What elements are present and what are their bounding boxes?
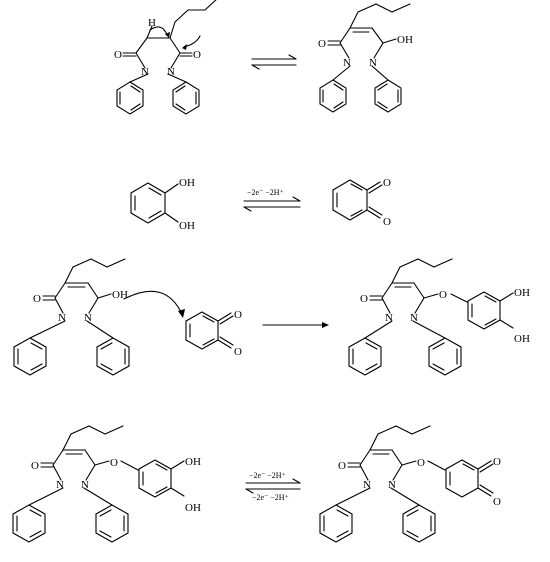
atom-n: N [141,66,149,78]
atom-n: N [343,57,351,69]
atom-o: O [439,289,447,301]
atom-n: N [385,312,393,324]
atom-o: O [234,346,242,358]
reaction-conditions-forward: −2e⁻ −2H⁺ [249,471,286,480]
atom-n: N [388,479,396,491]
equilibrium-arrow-adduct-oxidation: −2e⁻ −2H⁺ −2e⁻ −2H⁺ [245,471,301,502]
hydroxyl-label: OH [514,287,530,299]
catechol-adduct: O O N N OH OH [348,258,530,376]
atom-o: O [360,293,368,305]
atom-n: N [56,479,64,491]
atom-n: N [369,57,377,69]
atom-o: O [383,177,391,189]
atom-o: O [383,216,391,228]
adduct-ortho-quinone: O O N N O O [319,425,501,543]
ortho-benzoquinone-acceptor: O O [185,309,242,358]
atom-o: O [193,49,201,61]
hydroxyl-label: OH [397,34,413,46]
phenylbutazone-keto-form: H O O N N [114,0,217,115]
reaction-conditions: −2e⁻ −2H⁺ [247,188,284,197]
hydroxyl-label: OH [185,456,201,468]
atom-o: O [493,456,501,468]
atom-o: O [114,49,122,61]
hydroxyl-label: OH [185,502,201,514]
reaction-conditions-reverse: −2e⁻ −2H⁺ [252,493,289,502]
catechol: OH OH [130,177,195,232]
atom-o: O [318,38,326,50]
atom-o: O [493,496,501,508]
forward-arrow-addition [262,322,329,328]
atom-n: N [167,66,175,78]
atom-n: N [84,312,92,324]
hydroxyl-label: OH [514,333,530,345]
atom-h: H [148,17,156,29]
atom-n: N [363,479,371,491]
ortho-benzoquinone: O O [332,177,391,228]
equilibrium-arrow-catechol-oxidation: −2e⁻ −2H⁺ [243,188,301,212]
catechol-adduct-reactant: O O N N OH OH [12,425,201,543]
equilibrium-arrow-tautomerism [251,54,297,70]
atom-o: O [110,457,118,469]
atom-n: N [81,479,89,491]
atom-o: O [417,457,425,469]
atom-o: O [338,460,346,472]
hydroxyl-label: OH [179,177,195,189]
hydroxyl-label: OH [179,220,195,232]
phenylbutazone-enol-form: O OH N N [318,3,413,113]
hydroxyl-label: OH [112,289,128,301]
nucleophilic-attack-arrow [123,290,185,318]
atom-n: N [58,312,66,324]
atom-n: N [410,312,418,324]
atom-o: O [31,460,39,472]
atom-o: O [33,293,41,305]
atom-o: O [234,309,242,321]
phenylbutazone-enol-reactant: O OH N N [13,258,130,376]
